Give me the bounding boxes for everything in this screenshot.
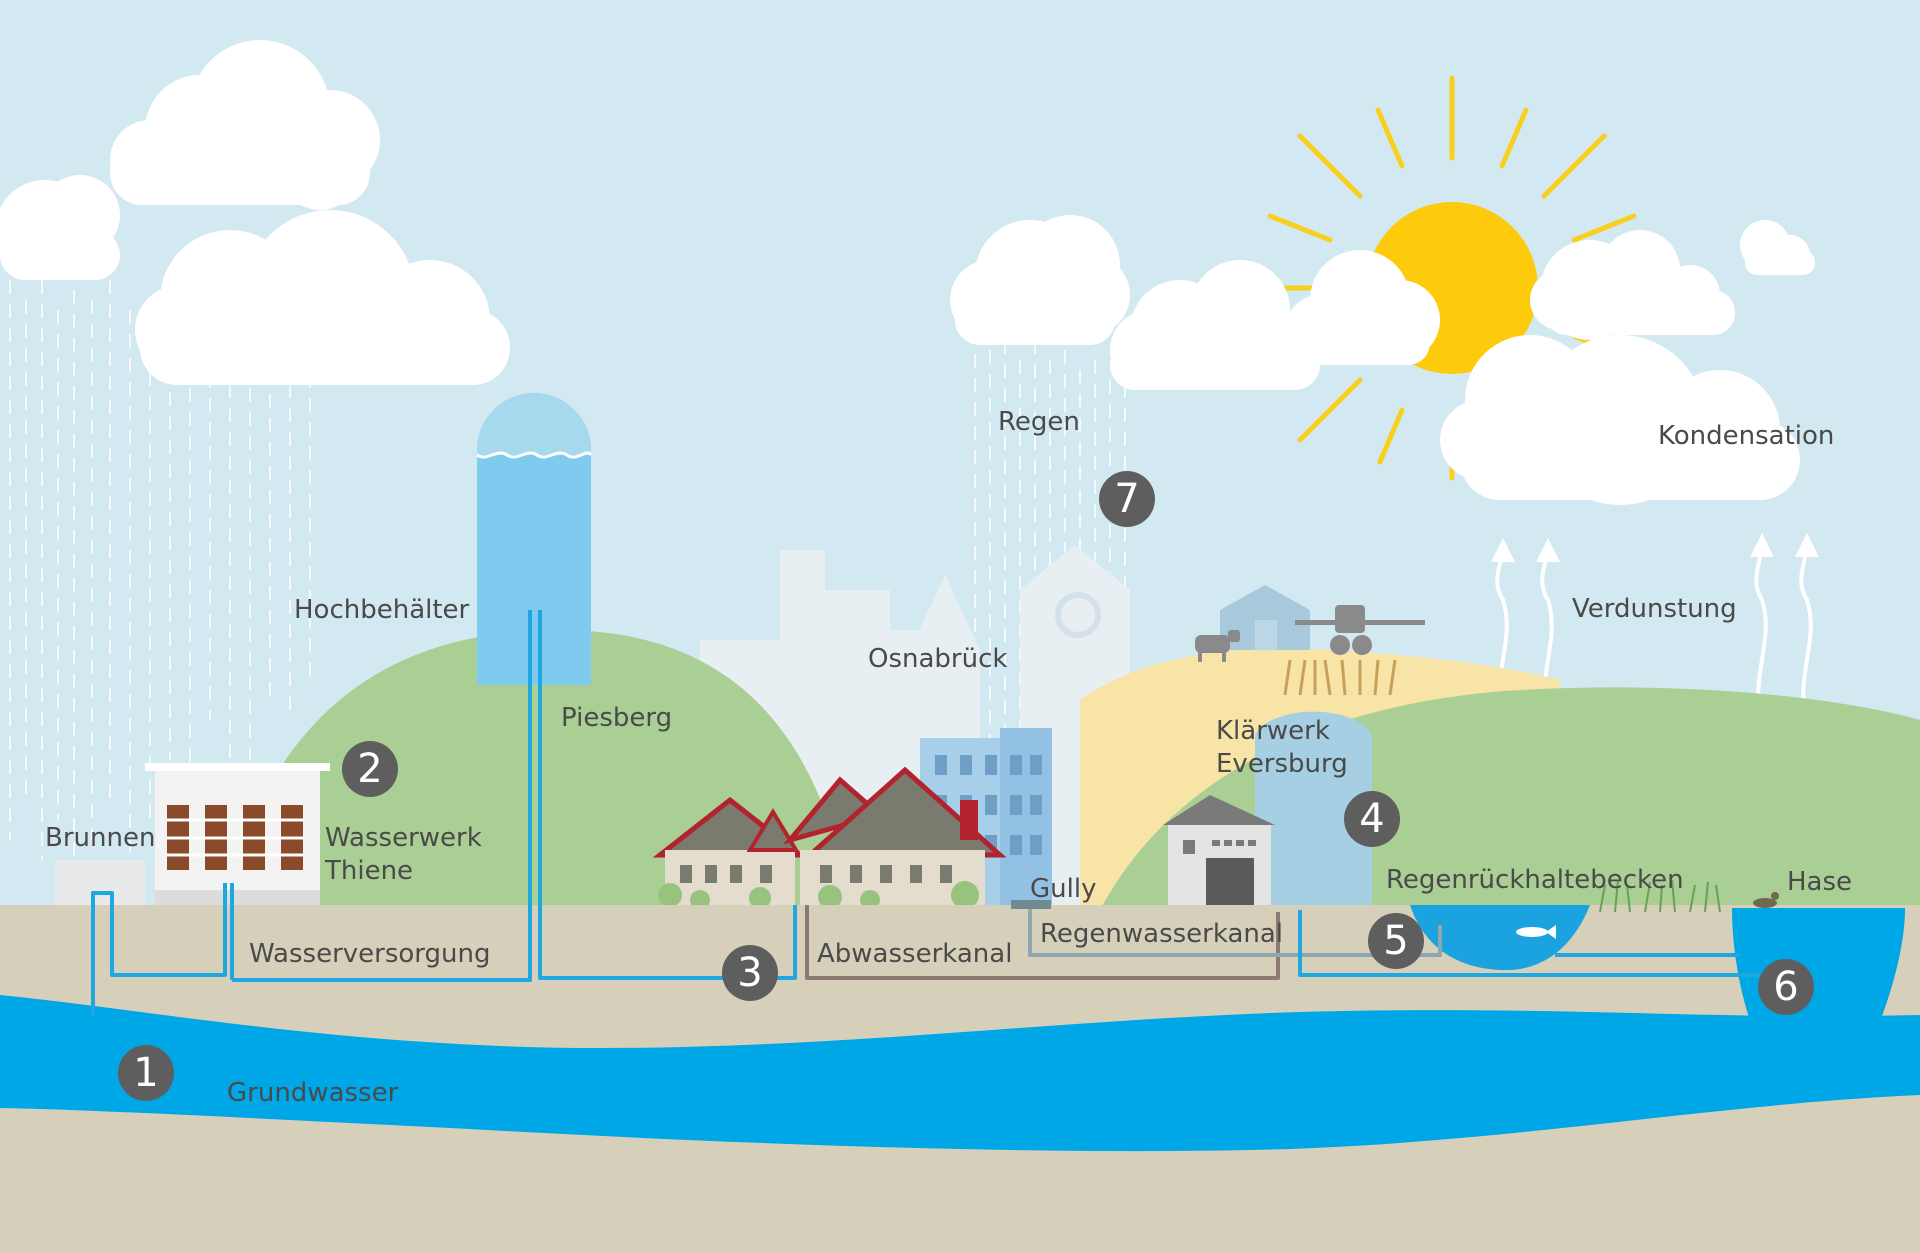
badge-1: 1 bbox=[118, 1045, 174, 1101]
label-regenrueckhaltebecken: Regenrückhaltebecken bbox=[1386, 865, 1684, 895]
label-wasserversorgung: Wasserversorgung bbox=[249, 939, 491, 969]
cloud-icon bbox=[1440, 335, 1800, 505]
label-regenwasserkanal: Regenwasserkanal bbox=[1040, 919, 1284, 949]
retention-basin bbox=[1410, 905, 1590, 971]
badge-2: 2 bbox=[342, 741, 398, 797]
label-wasserwerk: Wasserwerk Thiene bbox=[325, 823, 482, 886]
groundwater bbox=[0, 995, 1920, 1152]
label-hase: Hase bbox=[1787, 867, 1853, 897]
wheat bbox=[1283, 659, 1397, 696]
hase-river bbox=[1732, 908, 1905, 1060]
tractor-icon bbox=[1295, 605, 1425, 655]
label-klaerwerk: Klärwerk Eversburg bbox=[1216, 716, 1348, 779]
reeds bbox=[1599, 879, 1721, 913]
treated-water-pipe bbox=[1298, 910, 1760, 977]
cloud-icon bbox=[1110, 260, 1320, 390]
cloud-icon bbox=[135, 210, 510, 385]
clouds bbox=[0, 40, 1815, 505]
cloud-icon bbox=[950, 215, 1130, 345]
cloud-icon bbox=[110, 40, 380, 210]
cloud-icon bbox=[1740, 220, 1815, 275]
gully-icon bbox=[1011, 900, 1051, 909]
badge-4: 4 bbox=[1344, 791, 1400, 847]
storm-water-pipe bbox=[1028, 905, 1442, 957]
duck-icon bbox=[1753, 892, 1779, 908]
pipes bbox=[91, 610, 1760, 1015]
water-supply-pipe bbox=[91, 610, 797, 1015]
label-kondensation: Kondensation bbox=[1658, 421, 1835, 451]
houses bbox=[652, 766, 1007, 910]
label-verdunstung: Verdunstung bbox=[1572, 594, 1737, 624]
klaerwerk-buildings bbox=[1163, 711, 1372, 908]
badge-6: 6 bbox=[1758, 959, 1814, 1015]
wasserwerk-building bbox=[145, 763, 330, 920]
label-hochbehaelter: Hochbehälter bbox=[294, 595, 470, 625]
cloud-icon bbox=[0, 175, 120, 280]
label-osnabrueck: Osnabrück bbox=[868, 644, 1008, 674]
farm bbox=[1195, 585, 1425, 696]
label-brunnen: Brunnen bbox=[45, 823, 156, 853]
label-grundwasser: Grundwasser bbox=[227, 1078, 399, 1108]
badge-7: 7 bbox=[1099, 471, 1155, 527]
sewer-pipe bbox=[805, 905, 1280, 980]
fish-icon bbox=[1516, 925, 1556, 939]
label-regen: Regen bbox=[998, 407, 1080, 437]
label-piesberg: Piesberg bbox=[561, 703, 673, 733]
hochbehaelter-tower bbox=[476, 393, 593, 685]
cow-icon bbox=[1195, 630, 1240, 662]
cloud-icon bbox=[1530, 230, 1735, 340]
label-gully: Gully bbox=[1030, 874, 1097, 904]
label-abwasserkanal: Abwasserkanal bbox=[817, 939, 1013, 969]
badge-3: 3 bbox=[722, 945, 778, 1001]
badge-5: 5 bbox=[1368, 913, 1424, 969]
cloud-icon bbox=[1285, 250, 1440, 365]
